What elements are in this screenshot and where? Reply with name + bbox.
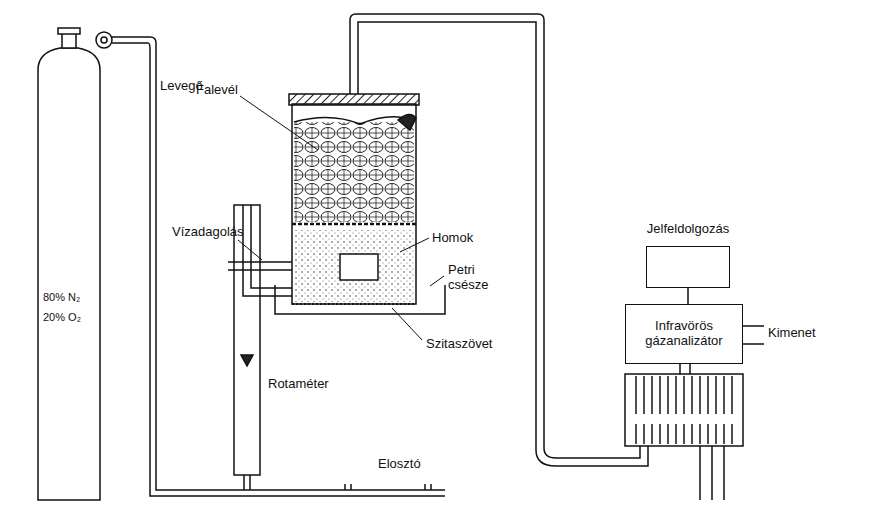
part-label: Homok [432,230,473,245]
part-label: Vízadagolás [172,224,244,239]
signal-processing-box: Jelfeldolgozás [646,246,730,288]
part-label: Rotaméter [268,376,329,391]
node-text: Jelfeldolgozás [647,221,729,236]
part-label: Kimenet [768,325,816,340]
analyzer-box: Infravörös gázanalizátor [625,304,743,364]
signal-wire [687,288,689,304]
part-label: Elosztó [378,456,421,471]
part-label: Levegő [160,78,203,93]
gas-mix-label: 80% N₂ [43,290,80,305]
gas-mix-label: 20% O₂ [43,310,81,325]
node-text: Infravörös gázanalizátor [632,310,736,356]
part-label: Petri csésze [448,262,496,292]
part-label: Szitaszövet [426,336,492,351]
